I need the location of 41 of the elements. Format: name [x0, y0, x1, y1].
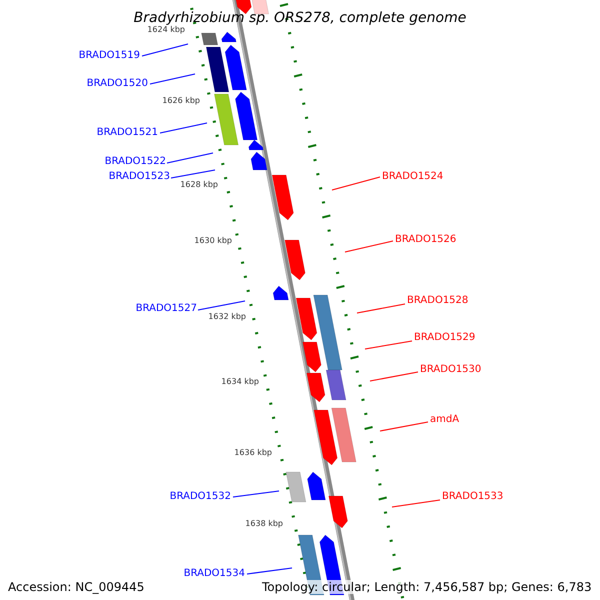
gene-label: BRADO1524: [382, 171, 444, 183]
leader-line: [198, 300, 246, 310]
leader-line: [170, 170, 216, 178]
leader-line: [246, 568, 292, 574]
gene-label: amdA: [430, 414, 460, 426]
map-title: Bradyrhizobium sp. ORS278, complete genome: [132, 10, 468, 26]
position-label: 1628 kbp: [180, 180, 218, 190]
position-label: 1636 kbp: [234, 448, 272, 458]
genome-info-text: Topology: circular; Length: 7,456,587 bp; Genes: 6,783: [262, 580, 592, 594]
leader-line: [142, 44, 188, 56]
gene-label: BRADO1528: [407, 295, 468, 307]
position-label: 1626 kbp: [162, 96, 200, 106]
gene-label: BRADO1521: [96, 127, 158, 139]
leader-line: [160, 122, 208, 134]
gene-label: BRADO1532: [170, 491, 231, 503]
leader-line: [370, 372, 418, 382]
gene-label: BRADO1529: [414, 332, 476, 344]
gene-label: BRADO1522: [104, 156, 166, 168]
leader-line: [332, 176, 380, 190]
position-label: 1632 kbp: [208, 312, 246, 322]
gene-label: BRADO1534: [184, 568, 245, 580]
leader-line: [392, 500, 440, 508]
leader-line: [364, 340, 412, 350]
leader-line: [232, 490, 280, 498]
gene-label: BRADO1527: [136, 303, 197, 315]
gene-label: BRADO1523: [108, 171, 170, 183]
position-label: 1630 kbp: [194, 236, 232, 246]
leader-line: [344, 240, 394, 252]
position-label: 1638 kbp: [245, 519, 283, 529]
leader-line: [356, 304, 406, 314]
gene-label: BRADO1530: [420, 364, 482, 376]
leader-line: [380, 422, 428, 432]
position-label: 1624 kbp: [147, 25, 185, 35]
position-label: 1634 kbp: [221, 377, 259, 387]
gene-label: BRADO1533: [442, 491, 504, 503]
gene-label: BRADO1519: [78, 50, 140, 62]
gene-label: BRADO1526: [395, 234, 456, 246]
genome-info-text: Accession: NC_009445: [8, 580, 144, 594]
leader-line: [166, 152, 214, 164]
gene-label: BRADO1520: [86, 78, 148, 90]
leader-line: [150, 74, 196, 84]
